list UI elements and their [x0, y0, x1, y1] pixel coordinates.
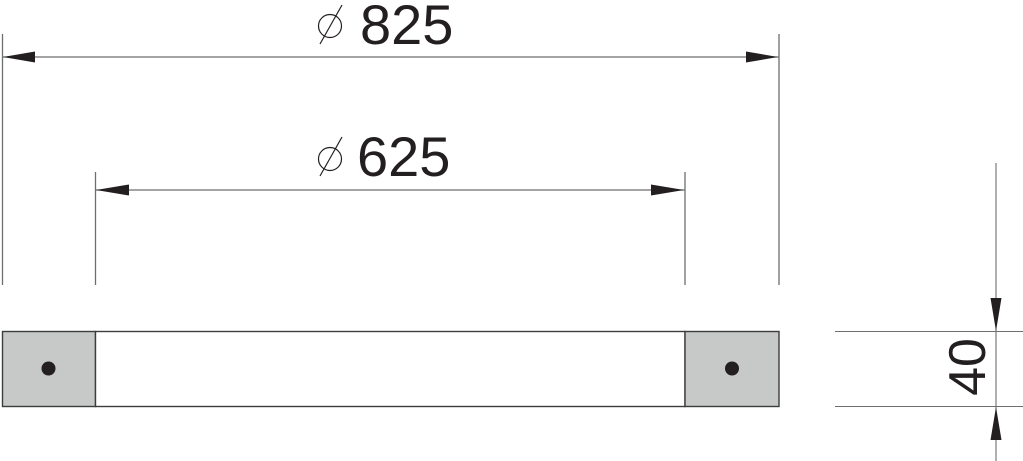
arrow-left-icon	[3, 51, 35, 63]
diameter-symbol-icon	[317, 136, 343, 177]
inner-diameter-value: 625	[357, 125, 451, 188]
dimension-height	[835, 163, 1023, 461]
arrow-down-icon	[990, 298, 1002, 331]
arrow-right-icon	[746, 51, 778, 63]
body-center	[94, 330, 686, 408]
dimension-inner-diameter	[95, 184, 685, 196]
arrow-right-icon	[651, 184, 684, 196]
diameter-symbol-icon	[317, 4, 343, 45]
arrow-up-icon	[990, 407, 1002, 440]
hole-right-icon	[725, 361, 739, 376]
arrow-left-icon	[96, 184, 129, 196]
part-body	[1, 330, 780, 408]
outer-diameter-value: 825	[360, 0, 454, 56]
dimension-outer-diameter	[2, 51, 779, 63]
hole-left-icon	[41, 361, 56, 376]
height-value: 40	[939, 338, 997, 396]
